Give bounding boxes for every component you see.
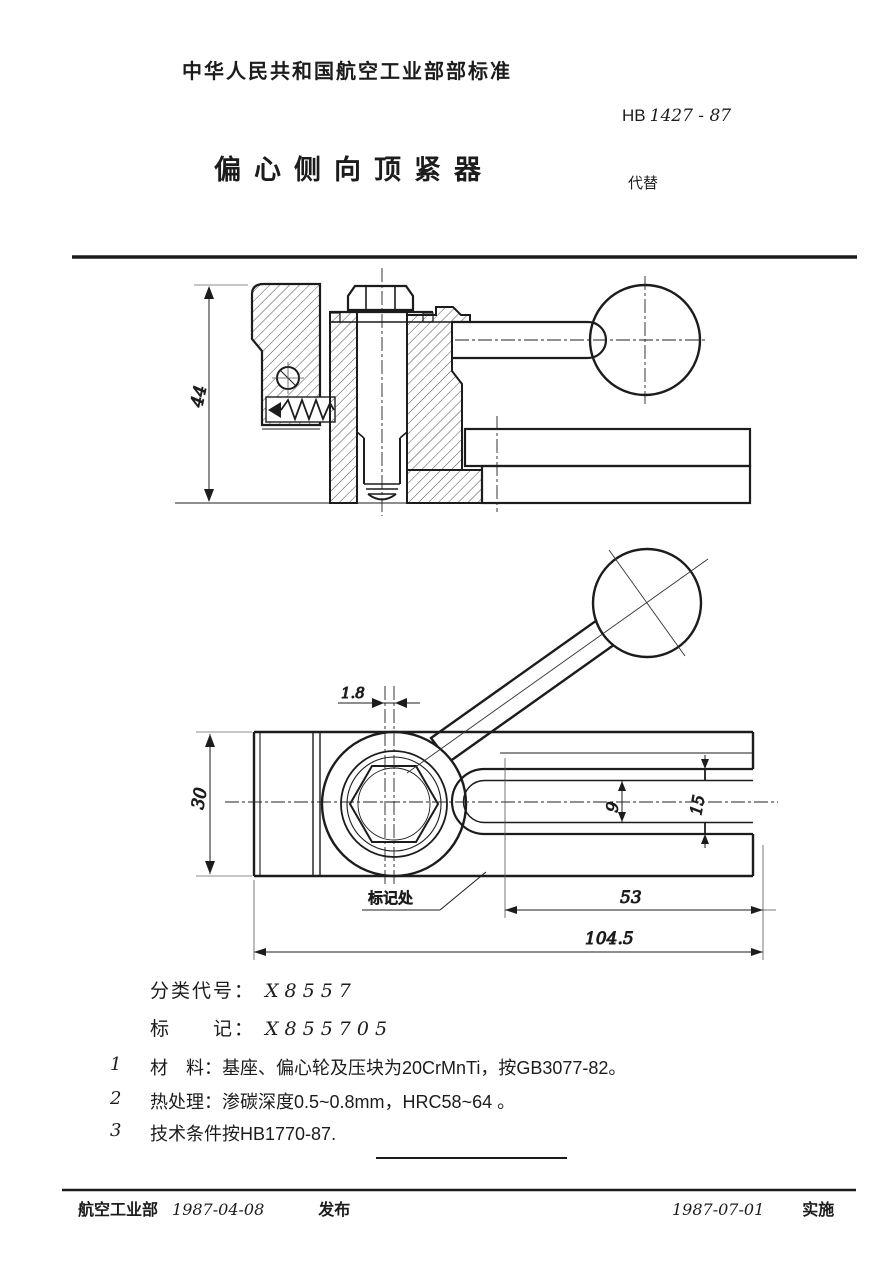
dim-30: 30 — [188, 731, 252, 877]
supersedes-label: 代替 — [628, 175, 659, 192]
note-2-text: 热处理：渗碳深度0.5~0.8mm，HRC58~64 。 — [150, 1092, 516, 1112]
bushing-left — [329, 311, 358, 504]
dim-44: 44 — [187, 284, 248, 502]
svg-text:30: 30 — [188, 786, 211, 811]
svg-text:104.5: 104.5 — [585, 929, 634, 949]
svg-text:53: 53 — [620, 888, 642, 908]
marking-note: 标记处 — [362, 871, 487, 911]
section-view: 44 — [175, 268, 752, 516]
note-2-number: 2 — [110, 1088, 122, 1109]
note-2: 2 热处理：渗碳深度0.5~0.8mm，HRC58~64 。 — [110, 1088, 515, 1114]
footer-left: 航空工业部 1987-04-08 发布 — [78, 1196, 350, 1220]
plan-centerlines — [225, 686, 778, 886]
fork-arm-upper — [463, 427, 752, 468]
note-1-text: 材 料：基座、偏心轮及压块为20CrMnTi，按GB3077-82。 — [150, 1058, 627, 1078]
dim-53: 53 — [505, 888, 776, 914]
dim-1-8: 1.8 — [338, 684, 420, 708]
org-title: 中华人民共和国航空工业部部标准 — [182, 61, 512, 83]
marking-label: 标 记： — [150, 1019, 256, 1040]
note-3-text: 技术条件按HB1770-87. — [150, 1124, 337, 1144]
footer-issue-label: 发布 — [318, 1202, 351, 1219]
body-outline — [252, 730, 755, 878]
svg-text:9: 9 — [602, 800, 622, 813]
class-code-row: 分类代号： X8557 — [150, 976, 357, 1003]
standard-prefix: HB — [622, 106, 646, 125]
fork-arm-lower — [480, 464, 752, 505]
footer-issue-date: 1987-04-08 — [172, 1200, 265, 1219]
fork-slot — [450, 767, 753, 836]
marking-row: 标 记： X855705 — [150, 1014, 393, 1041]
section-centerlines — [381, 268, 708, 516]
footer-right: 1987-07-01 实施 — [672, 1196, 834, 1220]
class-code-value: X8557 — [265, 980, 357, 1002]
class-code-label: 分类代号： — [150, 981, 256, 1002]
svg-text:1.8: 1.8 — [341, 684, 365, 702]
footer-impl-date: 1987-07-01 — [672, 1200, 765, 1219]
base-section — [406, 469, 483, 504]
marking-value: X855705 — [265, 1018, 394, 1040]
bushing-right — [406, 306, 471, 471]
note-1: 1 材 料：基座、偏心轮及压块为20CrMnTi，按GB3077-82。 — [110, 1054, 626, 1080]
footer-issuer: 航空工业部 — [78, 1202, 159, 1219]
plan-view: 1.8 30 9 — [188, 547, 778, 960]
svg-text:44: 44 — [187, 384, 211, 410]
doc-title: 偏心侧向顶紧器 — [214, 155, 494, 185]
hex-socket — [348, 765, 440, 843]
svg-text:15: 15 — [686, 793, 708, 816]
footer-impl-label: 实施 — [802, 1202, 835, 1219]
dim-15: 15 — [686, 755, 709, 848]
svg-text:标记处: 标记处 — [368, 890, 413, 907]
pressure-block — [250, 282, 322, 427]
spring-icon — [280, 397, 335, 422]
dim-104-5: 104.5 — [254, 929, 763, 956]
standard-number-value: 1427 - 87 — [649, 106, 732, 126]
dim-9: 9 — [602, 780, 626, 823]
note-3: 3 技术条件按HB1770-87. — [110, 1120, 336, 1146]
spring-plunger-tip — [268, 402, 281, 418]
note-3-number: 3 — [110, 1120, 122, 1141]
note-1-number: 1 — [110, 1054, 122, 1075]
